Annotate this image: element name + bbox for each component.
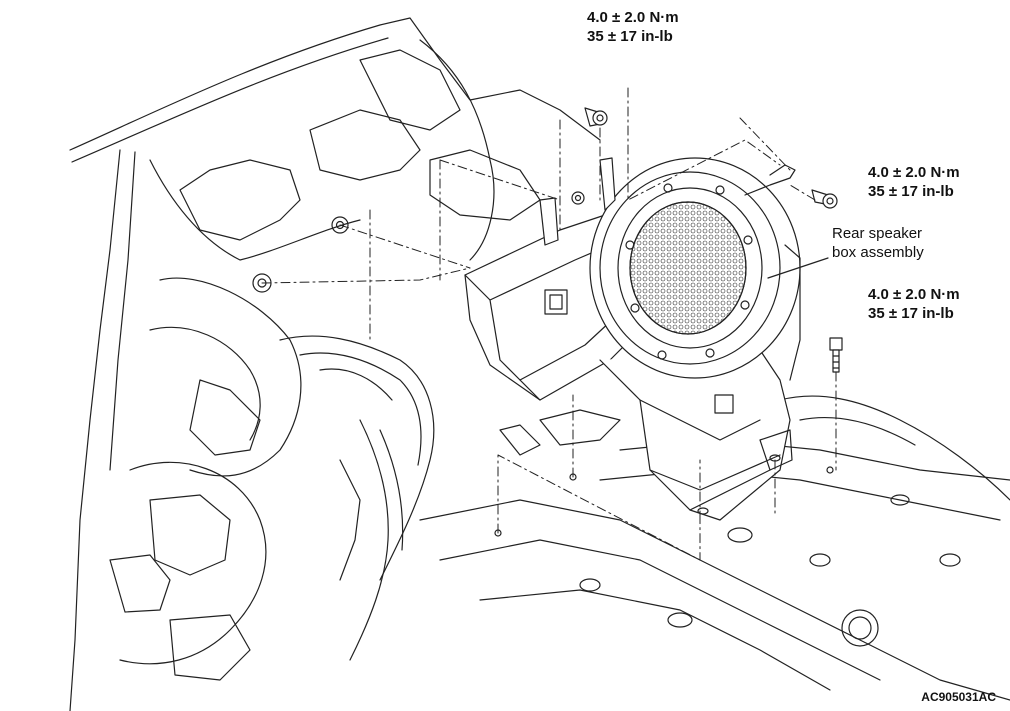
torque-imperial: 35 ± 17 in-lb (868, 183, 954, 200)
callout-line-2: box assembly (832, 244, 924, 261)
alignment-lines (261, 87, 837, 561)
figure-code: AC905031AC (921, 690, 996, 704)
vehicle-body-linework (69, 17, 1010, 711)
torque-imperial: 35 ± 17 in-lb (587, 28, 673, 45)
torque-metric: 4.0 ± 2.0 N·m (868, 286, 960, 303)
torque-metric: 4.0 ± 2.0 N·m (868, 164, 960, 181)
mounting-bolt (811, 189, 838, 209)
rear-speaker-box-label: Rear speaker box assembly (832, 224, 924, 262)
torque-metric: 4.0 ± 2.0 N·m (587, 9, 679, 26)
callout-line-1: Rear speaker (832, 225, 923, 242)
speaker-box-assembly (464, 157, 801, 521)
callout-leader-line (767, 257, 829, 279)
mounting-bolt (584, 107, 608, 127)
torque-imperial: 35 ± 17 in-lb (868, 305, 954, 322)
torque-spec-right: 4.0 ± 2.0 N·m 35 ± 17 in-lb (868, 163, 960, 201)
torque-spec-bottom: 4.0 ± 2.0 N·m 35 ± 17 in-lb (868, 285, 960, 323)
mounting-bolt (829, 337, 843, 373)
torque-spec-top: 4.0 ± 2.0 N·m 35 ± 17 in-lb (587, 8, 679, 46)
